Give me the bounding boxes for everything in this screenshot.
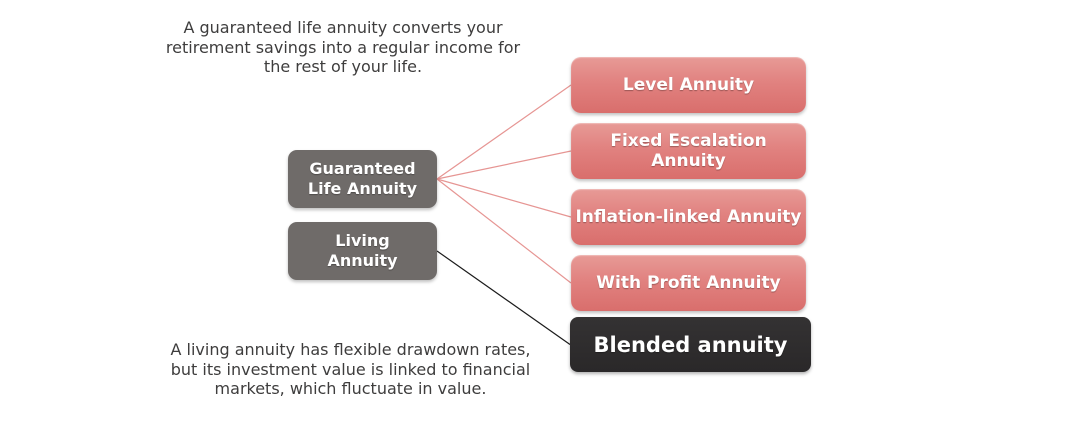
- connector-guaranteed-inflation: [436, 178, 572, 218]
- connector-guaranteed-withprofit: [436, 178, 572, 284]
- node-inflation-linked-annuity-label: Inflation-linked Annuity: [575, 207, 802, 227]
- node-blended-annuity: Blended annuity: [570, 317, 811, 372]
- node-guaranteed-life-annuity-label: Guaranteed Life Annuity: [307, 159, 418, 198]
- living-annuity-note: A living annuity has flexible drawdown r…: [170, 340, 531, 399]
- node-living-annuity-label: Living Annuity: [327, 231, 398, 270]
- node-level-annuity: Level Annuity: [571, 57, 806, 113]
- connector-living-blended: [436, 250, 571, 345]
- node-fixed-escalation-annuity: Fixed Escalation Annuity: [571, 123, 806, 179]
- connector-guaranteed-level: [436, 84, 572, 180]
- node-with-profit-annuity: With Profit Annuity: [571, 255, 806, 311]
- node-guaranteed-life-annuity: Guaranteed Life Annuity: [288, 150, 437, 208]
- node-fixed-escalation-annuity-label: Fixed Escalation Annuity: [610, 131, 767, 171]
- node-level-annuity-label: Level Annuity: [622, 75, 755, 95]
- guaranteed-annuity-note: A guaranteed life annuity converts your …: [165, 18, 521, 77]
- node-living-annuity: Living Annuity: [288, 222, 437, 280]
- node-blended-annuity-label: Blended annuity: [593, 332, 788, 357]
- node-with-profit-annuity-label: With Profit Annuity: [596, 273, 781, 293]
- node-inflation-linked-annuity: Inflation-linked Annuity: [571, 189, 806, 245]
- connector-guaranteed-fixed: [436, 150, 572, 180]
